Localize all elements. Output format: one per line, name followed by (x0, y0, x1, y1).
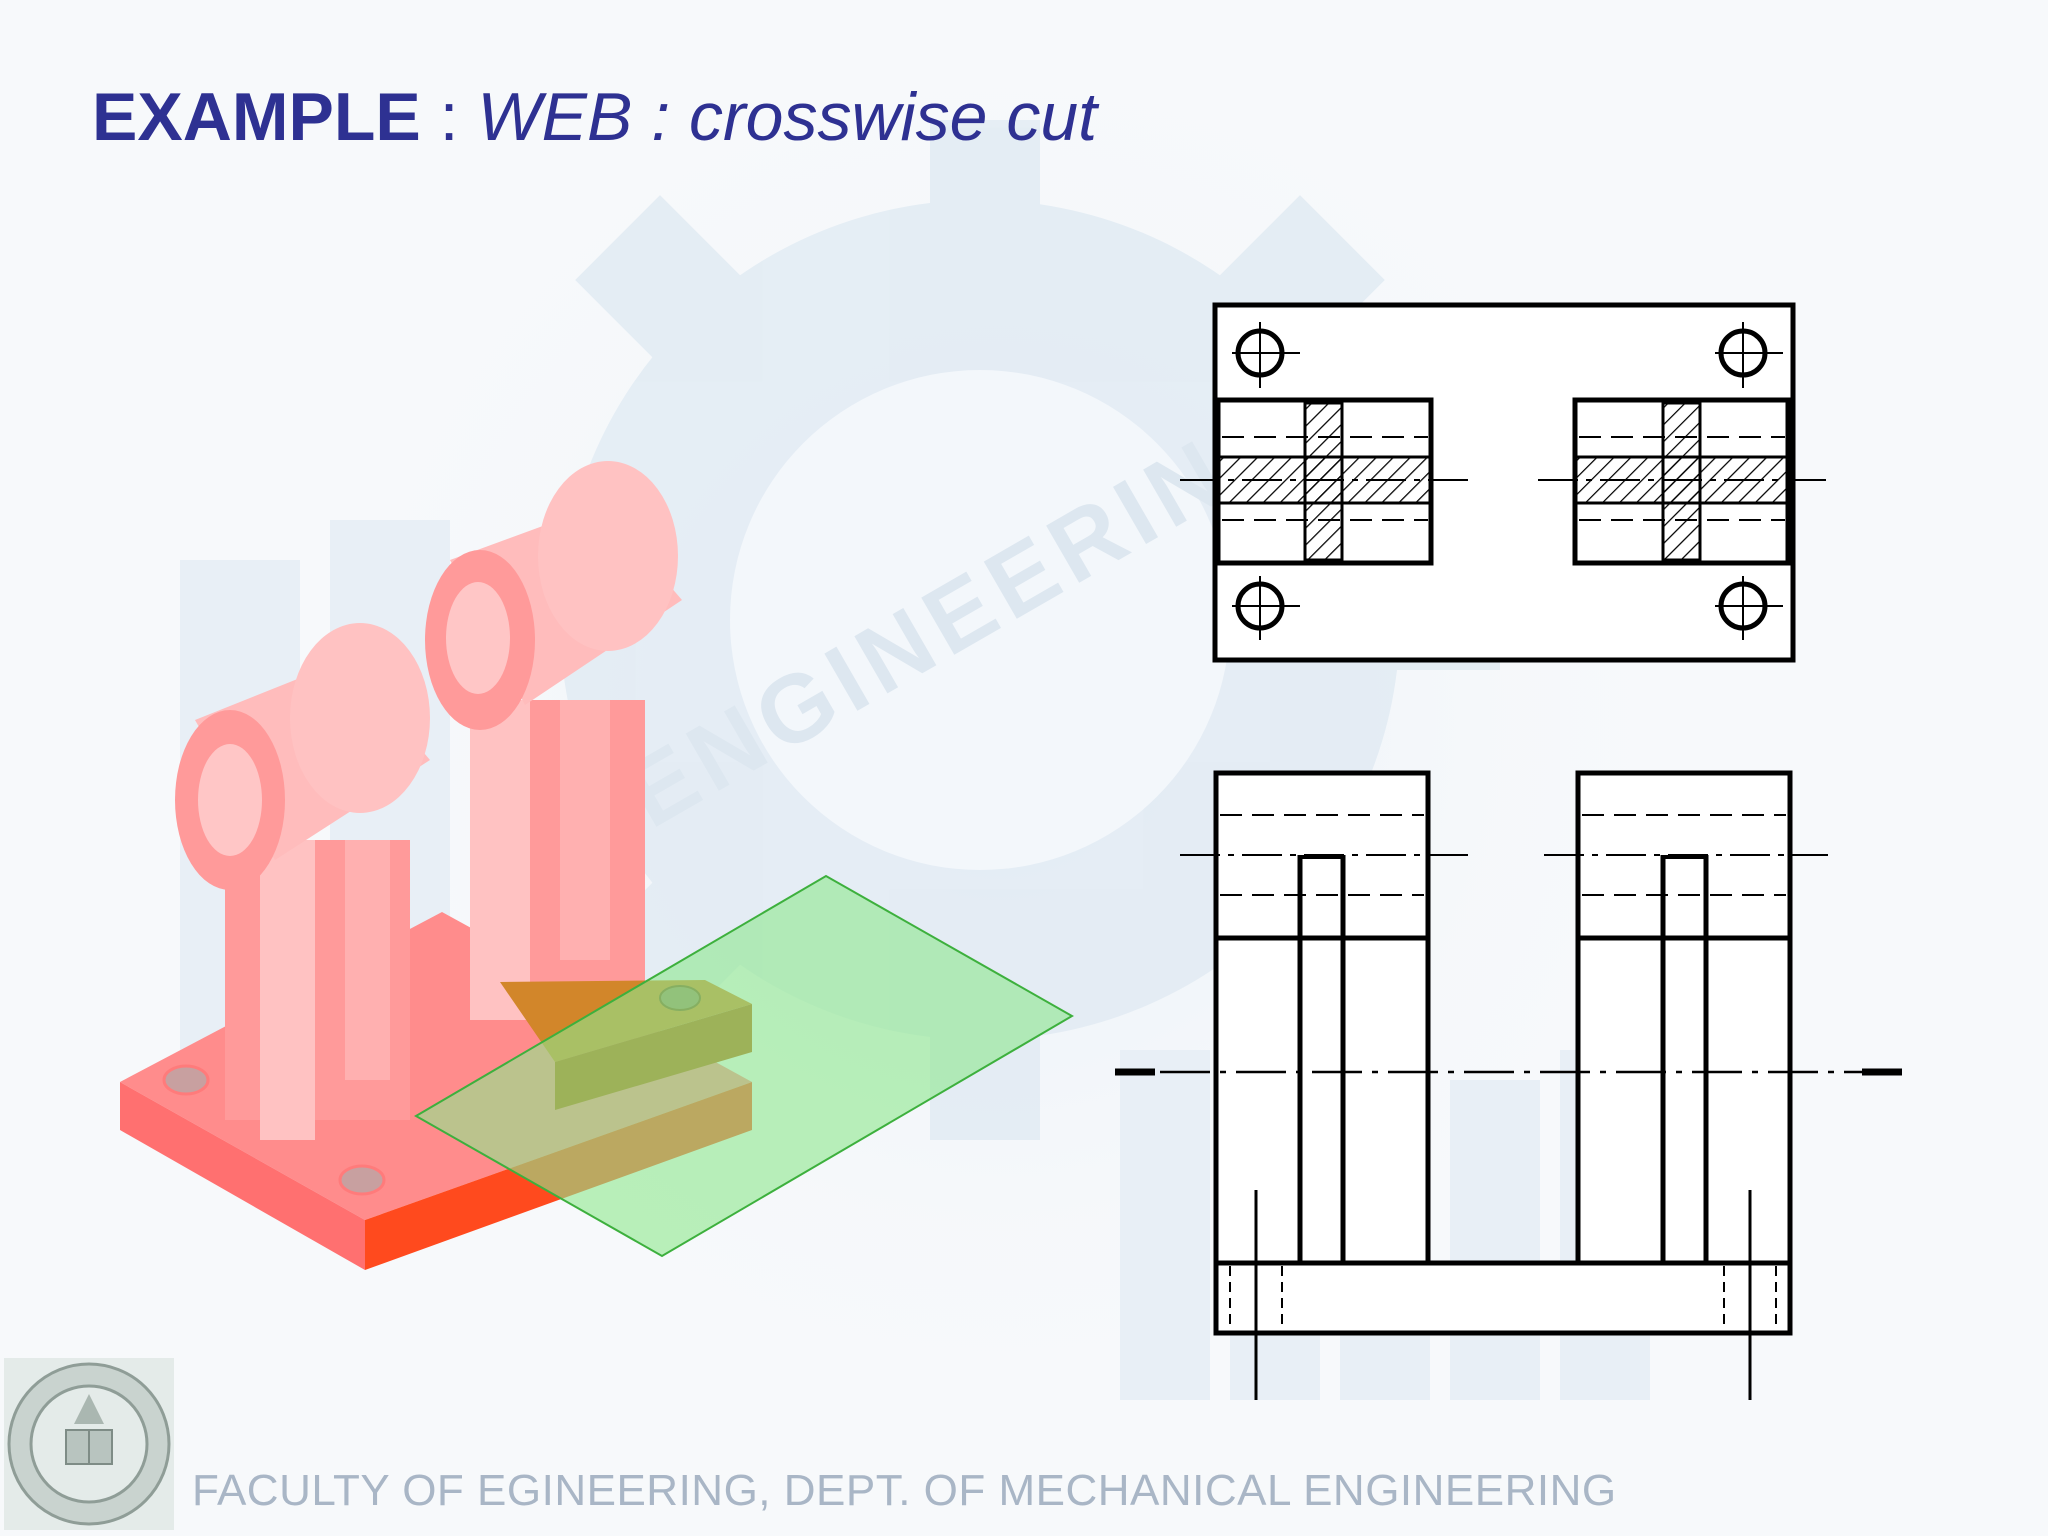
bolt-hole-top-left (1232, 322, 1300, 388)
base-left-face (120, 1082, 365, 1270)
base-hole-2 (338, 1164, 386, 1196)
slide-title: EXAMPLE : WEB : crosswise cut (92, 78, 1097, 156)
base-hole-1 (162, 1064, 210, 1096)
base-top-face (120, 912, 752, 1220)
title-bold: EXAMPLE (92, 79, 421, 155)
front-view (1115, 770, 1902, 1400)
boss-section-right (1538, 397, 1826, 566)
support-back (425, 461, 682, 1020)
bolt-hole-top-right (1715, 322, 1783, 388)
bolt-hole-bottom-right (1715, 576, 1783, 640)
university-seal-icon (4, 1358, 174, 1530)
title-italic: WEB : crosswise cut (477, 79, 1098, 155)
top-view (1180, 302, 1826, 663)
footer-text: FACULTY OF EGINEERING, DEPT. OF MECHANIC… (192, 1466, 1617, 1515)
title-separator: : (420, 79, 478, 155)
bolt-hole-bottom-left (1232, 576, 1300, 640)
support-front (175, 623, 430, 1140)
boss-section-left (1180, 397, 1468, 566)
cutting-plane (413, 874, 1075, 1258)
